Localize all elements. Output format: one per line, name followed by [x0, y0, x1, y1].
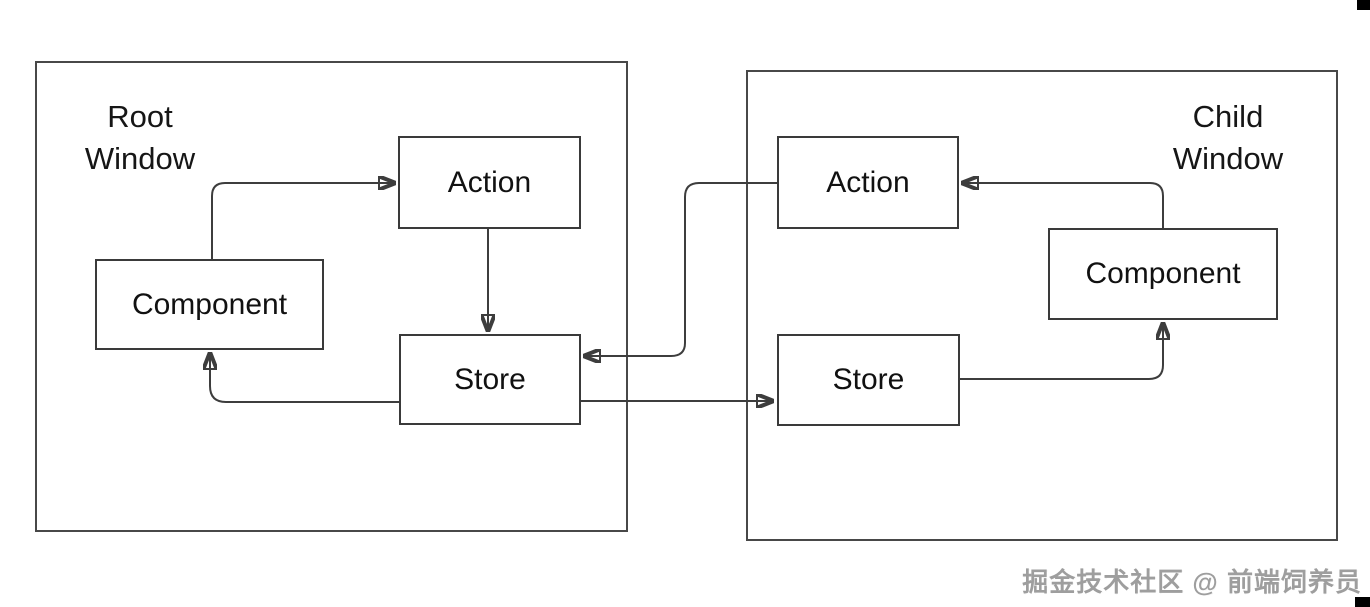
child-component-node: Component: [1048, 228, 1278, 320]
child-window-title-line1: Child: [1192, 99, 1264, 134]
root-store-node: Store: [399, 334, 581, 425]
root-component-node: Component: [95, 259, 324, 350]
root-window-title: Root Window: [50, 96, 230, 180]
child-window-title-line2: Window: [1172, 141, 1284, 176]
root-store-label: Store: [454, 362, 526, 396]
arrow-child-action-to-root-store: [583, 182, 777, 356]
root-window-title-line1: Root: [107, 99, 173, 134]
root-window-frame: [35, 61, 628, 532]
root-action-node: Action: [398, 136, 581, 229]
screen-edge-mark-top: [1357, 0, 1370, 10]
screen-edge-mark-bottom: [1355, 597, 1370, 607]
arrow-root-store-to-component: [210, 352, 399, 403]
child-action-label: Action: [826, 165, 910, 199]
arrow-child-store-to-component: [959, 322, 1163, 380]
arrow-child-component-to-action: [961, 183, 1164, 228]
child-window-title: Child Window: [1138, 96, 1318, 180]
child-window-frame: [746, 70, 1338, 541]
root-action-label: Action: [447, 165, 532, 199]
root-component-label: Component: [131, 287, 288, 321]
child-store-label: Store: [832, 363, 905, 396]
arrow-root-component-to-action: [211, 183, 396, 259]
child-action-node: Action: [777, 136, 959, 229]
root-window-title-line2: Window: [84, 141, 196, 176]
child-store-node: Store: [777, 334, 960, 426]
watermark-text: 掘金技术社区 @ 前端饲养员: [1022, 567, 1362, 597]
child-component-label: Component: [1085, 257, 1241, 290]
